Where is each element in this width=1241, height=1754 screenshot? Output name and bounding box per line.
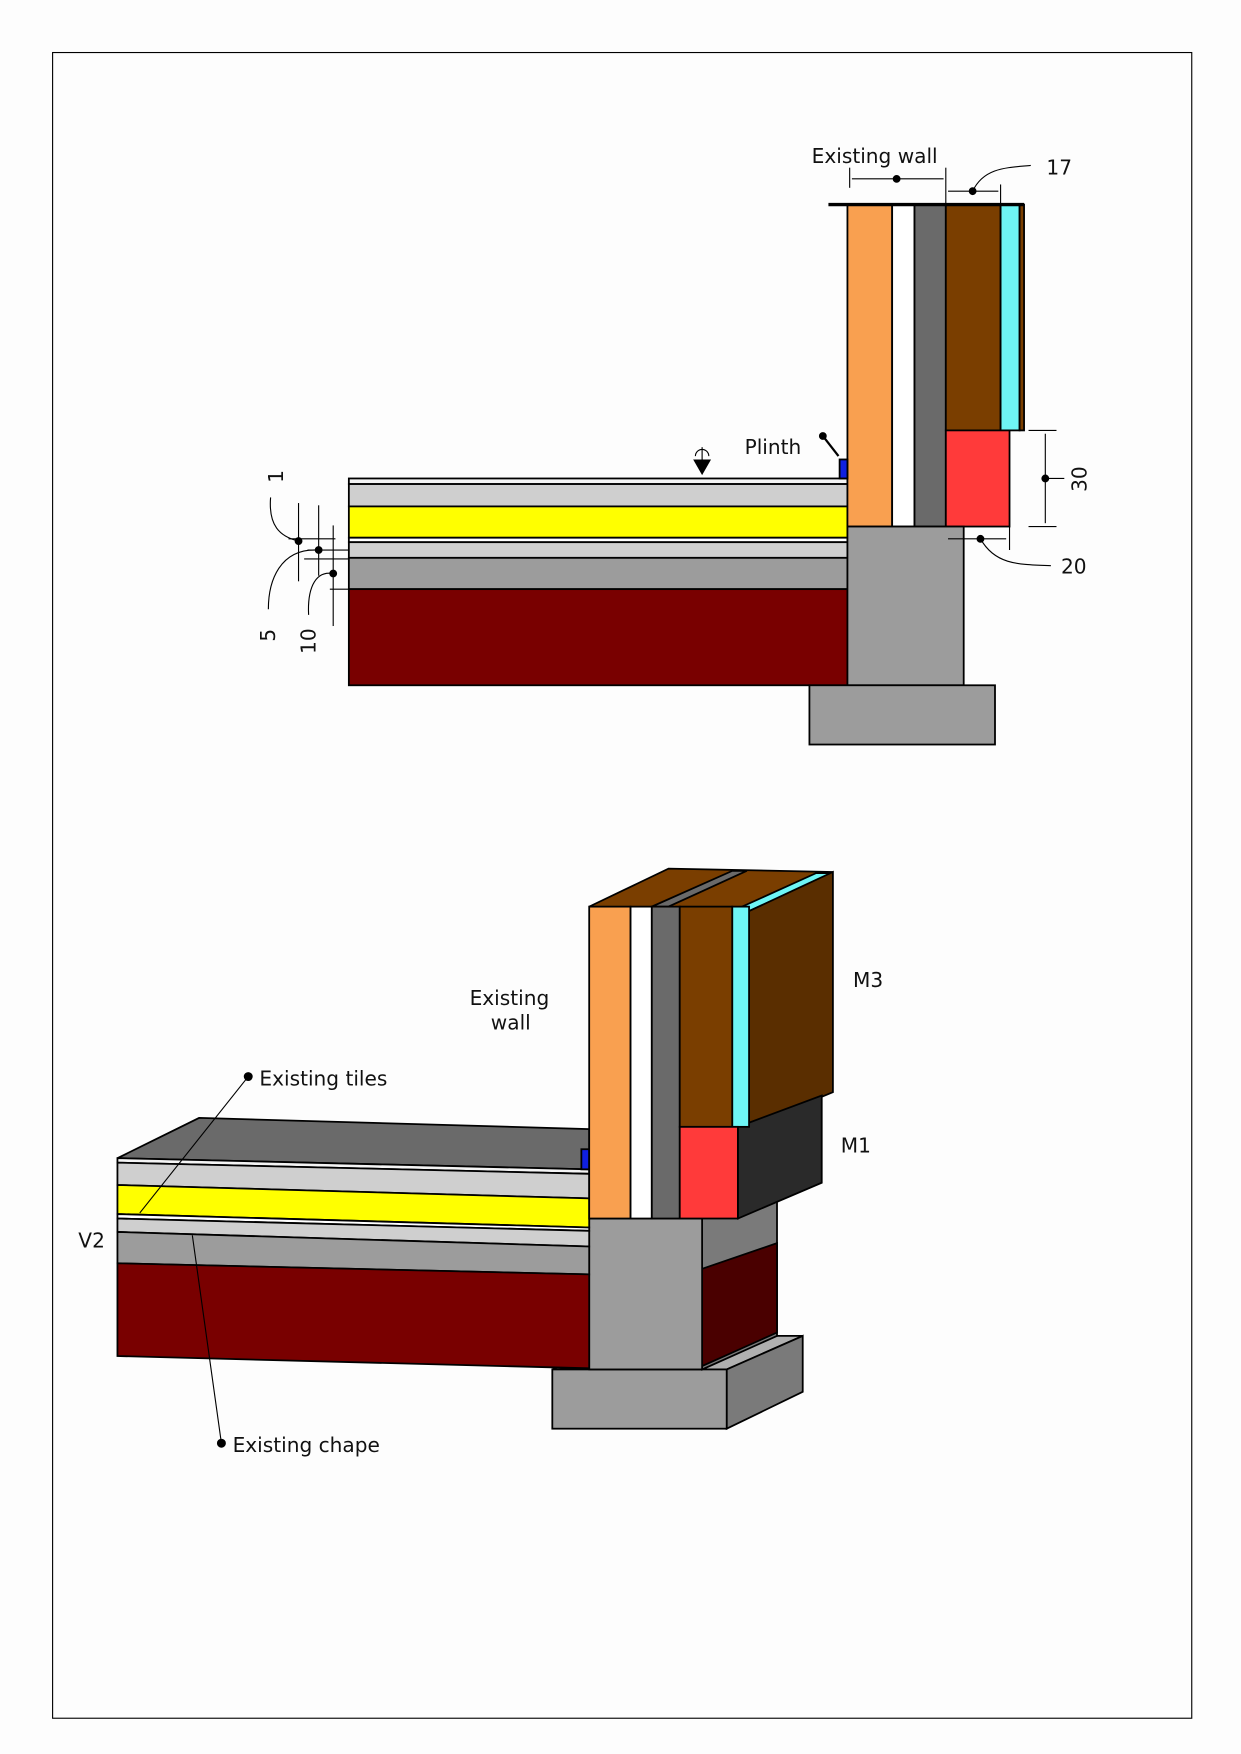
wall-section (808, 202, 1025, 746)
dimension-20: 20 (1061, 554, 1087, 578)
label-plinth: Plinth (745, 435, 802, 459)
label-existing-chape: Existing chape (233, 1433, 380, 1457)
isometric-view: Existing wall M3 M1 Existing tiles V2 Ex… (78, 867, 883, 1457)
iso-plinth-strip (580, 1148, 591, 1171)
level-marker-icon (693, 447, 712, 476)
plinth-strip (838, 458, 849, 480)
dimension-5: 5 (256, 629, 280, 642)
floor-slab-section (347, 477, 849, 687)
label-existing-wall-iso: Existing (470, 986, 550, 1010)
label-existing-tiles: Existing tiles (259, 1066, 387, 1090)
iso-wall (588, 867, 834, 1220)
iso-foundation-wall (588, 1200, 778, 1371)
dimension-lines (267, 164, 1065, 627)
leader-lines (139, 1072, 253, 1448)
iso-floor-slab (116, 1117, 591, 1370)
section-view: Existing wall 17 Plinth 30 20 1 5 10 (256, 144, 1092, 746)
sheet-frame (52, 51, 1193, 1719)
label-v2: V2 (78, 1229, 105, 1253)
dimension-1: 1 (264, 470, 288, 483)
label-m3: M3 (853, 968, 883, 992)
dimension-10: 10 (296, 628, 320, 654)
dimension-17: 17 (1046, 155, 1072, 179)
label-m1: M1 (841, 1134, 871, 1158)
label-existing-wall: Existing wall (812, 144, 938, 168)
label-existing-wall-iso-line2: wall (491, 1011, 531, 1035)
dimension-30: 30 (1068, 466, 1092, 492)
